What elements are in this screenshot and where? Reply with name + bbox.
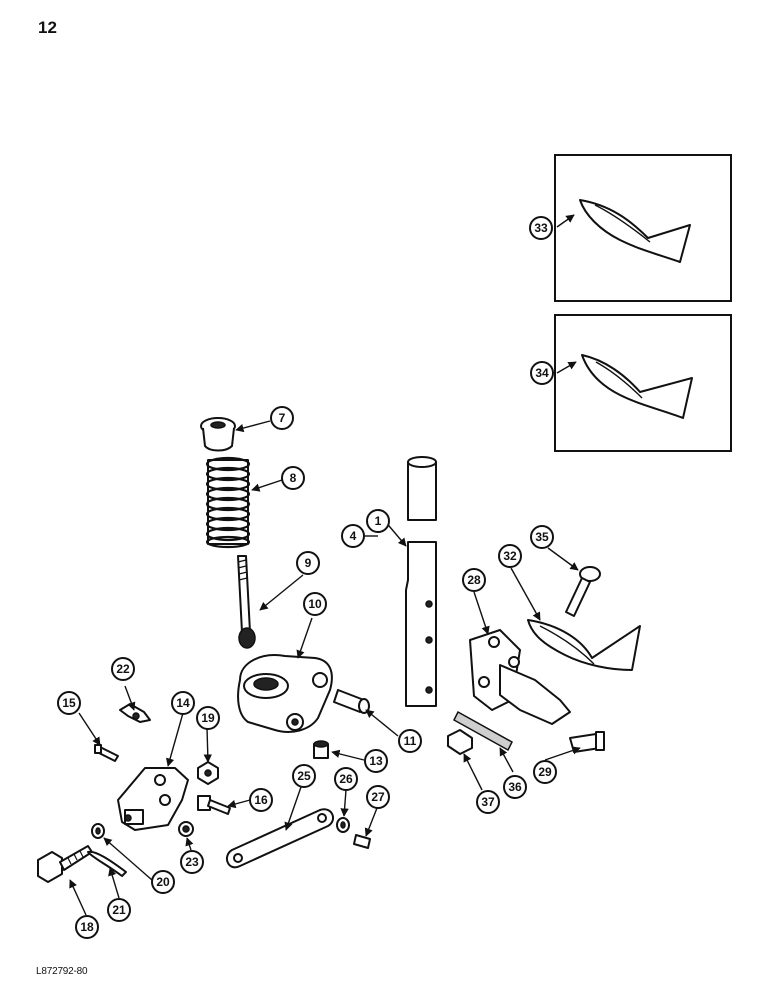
svg-text:15: 15 — [62, 696, 76, 710]
part-20-washer — [91, 823, 105, 839]
svg-text:7: 7 — [279, 411, 286, 425]
svg-text:23: 23 — [185, 855, 199, 869]
callout-36: 36 — [503, 775, 527, 799]
callout-34: 34 — [530, 361, 554, 385]
callout-11: 11 — [398, 729, 422, 753]
callout-32: 32 — [498, 544, 522, 568]
callout-27: 27 — [366, 785, 390, 809]
callout-21: 21 — [107, 898, 131, 922]
svg-text:20: 20 — [156, 875, 170, 889]
part-25-link — [225, 808, 335, 869]
svg-text:16: 16 — [254, 793, 268, 807]
part-18-bolt — [37, 845, 93, 883]
part-21-pin — [87, 850, 127, 877]
inset-box-33 — [554, 154, 732, 302]
callout-9: 9 — [296, 551, 320, 575]
figure-code: L872792-80 — [36, 966, 88, 977]
part-36-blade — [453, 710, 513, 752]
part-27-bolt — [353, 834, 371, 849]
svg-text:36: 36 — [508, 780, 522, 794]
callout-14: 14 — [171, 691, 195, 715]
svg-text:8: 8 — [290, 471, 297, 485]
svg-text:14: 14 — [176, 696, 190, 710]
part-22-wingnut — [119, 703, 151, 723]
svg-text:11: 11 — [404, 734, 417, 748]
svg-text:4: 4 — [350, 529, 357, 543]
part-23-washer — [178, 821, 194, 837]
part-10-clamp — [237, 654, 333, 733]
page-number: 12 — [38, 18, 57, 37]
svg-text:9: 9 — [305, 556, 312, 570]
part-14-mount — [117, 767, 189, 831]
callout-1: 1 — [366, 509, 390, 533]
callout-33: 33 — [529, 216, 553, 240]
callout-7: 7 — [270, 406, 294, 430]
svg-text:37: 37 — [481, 795, 495, 809]
callout-15: 15 — [57, 691, 81, 715]
callout-22: 22 — [111, 657, 135, 681]
svg-text:29: 29 — [538, 765, 552, 779]
svg-text:25: 25 — [297, 769, 311, 783]
svg-text:21: 21 — [112, 903, 126, 917]
svg-text:32: 32 — [503, 549, 517, 563]
callout-37: 37 — [476, 790, 500, 814]
part-26-washer — [336, 817, 350, 833]
part-19-nut — [197, 761, 219, 785]
callout-23: 23 — [180, 850, 204, 874]
svg-text:34: 34 — [535, 366, 549, 380]
callout-10: 10 — [303, 592, 327, 616]
part-35-bolt — [565, 566, 601, 617]
callout-25: 25 — [292, 764, 316, 788]
callout-29: 29 — [533, 760, 557, 784]
callout-4: 4 — [341, 524, 365, 548]
svg-text:10: 10 — [308, 597, 322, 611]
part-16-bolt — [197, 795, 231, 815]
callout-13: 13 — [364, 749, 388, 773]
svg-text:33: 33 — [534, 221, 548, 235]
svg-text:1: 1 — [375, 514, 382, 528]
leader-lines — [69, 214, 581, 916]
callout-28: 28 — [462, 568, 486, 592]
callout-19: 19 — [196, 706, 220, 730]
part-15-bolt — [94, 744, 119, 762]
part-11-pin — [333, 689, 370, 714]
part-37-nut — [447, 729, 473, 755]
svg-text:28: 28 — [467, 573, 481, 587]
svg-text:19: 19 — [201, 711, 215, 725]
callout-26: 26 — [334, 767, 358, 791]
callout-18: 18 — [75, 915, 99, 939]
part-7-cap — [200, 417, 236, 452]
callout-16: 16 — [249, 788, 273, 812]
part-9-rod — [237, 555, 256, 649]
callout-35: 35 — [530, 525, 554, 549]
svg-text:18: 18 — [80, 920, 94, 934]
part-1-shank — [405, 456, 437, 707]
part-8-spring — [205, 456, 251, 549]
svg-text:22: 22 — [116, 662, 130, 676]
svg-text:26: 26 — [339, 772, 353, 786]
inset-box-34 — [554, 314, 732, 452]
callout-8: 8 — [281, 466, 305, 490]
part-tip — [499, 664, 571, 725]
svg-text:35: 35 — [535, 530, 549, 544]
svg-text:27: 27 — [371, 790, 385, 804]
part-13-bushing — [313, 740, 329, 759]
svg-text:13: 13 — [369, 754, 383, 768]
part-32-sweep — [527, 619, 641, 671]
callout-20: 20 — [151, 870, 175, 894]
